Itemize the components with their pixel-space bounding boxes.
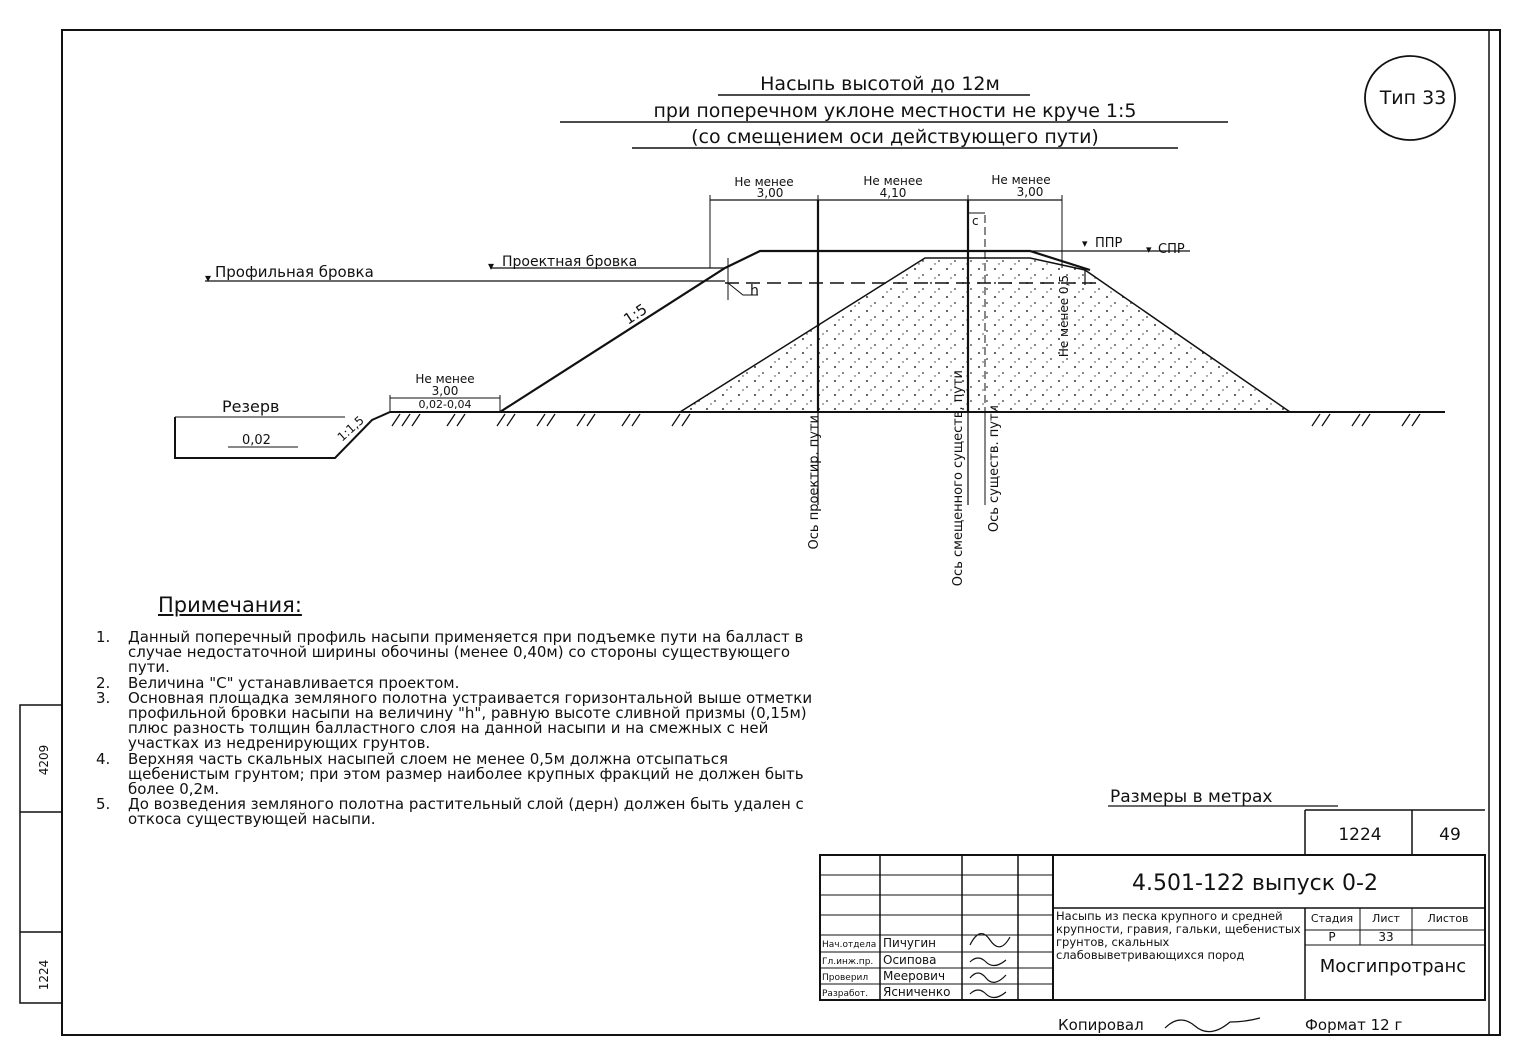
dim-left-value: 3,00 bbox=[757, 186, 784, 200]
dim-right-value: 3,00 bbox=[1017, 185, 1044, 199]
note-item: 1. Данный поперечный профиль насыпи прим… bbox=[96, 628, 816, 677]
note-item: 4. Верхняя часть скальных насыпей слоем … bbox=[96, 749, 816, 799]
tb-top-left: 1224 bbox=[1338, 825, 1381, 845]
axis-existing-label: Ось существ. пути bbox=[987, 405, 1002, 532]
note-number: 1. bbox=[96, 628, 111, 646]
title-line-3: (со смещением оси действующего пути) bbox=[691, 126, 1099, 148]
tb-doc-code: 4.501-122 выпуск 0-2 bbox=[1132, 871, 1378, 896]
notes-list: 1. Данный поперечный профиль насыпи прим… bbox=[96, 628, 816, 829]
tb-name-3: Меерович bbox=[883, 969, 945, 983]
note-item: 3. Основная площадка земляного полотна у… bbox=[96, 688, 816, 753]
tb-description: Насыпь из песка крупного и средней крупн… bbox=[1056, 909, 1301, 962]
dim-right-label: Не менее bbox=[991, 173, 1050, 187]
tb-copied: Копировал bbox=[1058, 1016, 1144, 1034]
tb-role-4: Разработ. bbox=[822, 989, 868, 999]
ground-line bbox=[174, 395, 1445, 459]
tb-name-1: Пичугин bbox=[883, 936, 936, 950]
berm-label: Не менее bbox=[415, 372, 474, 386]
edge-levels: Профильная бровка ▾ Проектная бровка ▾ П… bbox=[205, 236, 1190, 285]
not-less-vertical: Не менее 0,5 bbox=[1057, 275, 1071, 357]
type-badge: Тип 33 bbox=[1364, 55, 1456, 141]
tb-role-3: Проверил bbox=[822, 973, 868, 983]
side-stamp-bottom: 1224 bbox=[37, 960, 51, 991]
side-stamp: 4209 1224 bbox=[19, 704, 63, 1004]
berm-grade: 0,02-0,04 bbox=[419, 398, 472, 411]
note-number: 3. bbox=[96, 688, 111, 707]
dim-mid-value: 4,10 bbox=[880, 186, 907, 200]
title-line-1: Насыпь высотой до 12м bbox=[760, 73, 1000, 95]
spr-label: СПР bbox=[1158, 242, 1185, 257]
note-text: Верхняя часть скальных насыпей слоем не … bbox=[128, 749, 804, 799]
svg-text:▾: ▾ bbox=[1082, 237, 1088, 250]
h-label: h bbox=[750, 283, 759, 299]
ppr-label: ППР bbox=[1095, 236, 1123, 251]
note-item: 2. Величина "С" устанавливается проектом… bbox=[96, 673, 816, 692]
design-embankment bbox=[499, 249, 1100, 413]
svg-text:▾: ▾ bbox=[1146, 243, 1152, 256]
title-block bbox=[819, 809, 1486, 1001]
reserve-label: Резерв bbox=[222, 397, 279, 416]
tb-stage-header: Стадия bbox=[1311, 912, 1353, 925]
sheet-frame bbox=[61, 29, 1501, 1036]
note-text: До возведения земляного полотна растител… bbox=[128, 795, 804, 829]
profile-edge-label: Профильная бровка bbox=[215, 263, 374, 281]
note-item: 5. До возведения земляного полотна расти… bbox=[96, 795, 816, 829]
drawing-title: Насыпь высотой до 12м при поперечном укл… bbox=[560, 73, 1228, 149]
note-text: Величина "С" устанавливается проектом. bbox=[128, 673, 460, 692]
tb-role-2: Гл.инж.пр. bbox=[822, 957, 873, 967]
type-badge-label: Тип 33 bbox=[1379, 87, 1447, 109]
note-number: 4. bbox=[96, 749, 111, 768]
tb-name-2: Осипова bbox=[883, 953, 936, 967]
slope-reserve: 1:1,5 bbox=[335, 413, 367, 444]
tb-organization: Мосгипротранс bbox=[1320, 956, 1466, 977]
tb-stage: Р bbox=[1328, 930, 1335, 944]
tb-sheet: 33 bbox=[1378, 930, 1393, 944]
units-note: Размеры в метрах bbox=[1110, 787, 1273, 807]
tb-sheets-header: Листов bbox=[1427, 912, 1468, 925]
notes-title: Примечания: bbox=[158, 593, 302, 617]
c-label: c bbox=[972, 214, 979, 228]
tb-format: Формат 12 г bbox=[1305, 1016, 1402, 1034]
title-line-2: при поперечном уклоне местности не круче… bbox=[653, 100, 1136, 122]
tb-top-right: 49 bbox=[1439, 825, 1461, 845]
svg-text:▾: ▾ bbox=[205, 271, 211, 285]
tb-sheet-header: Лист bbox=[1372, 912, 1400, 925]
ground-hatch bbox=[391, 413, 1421, 427]
svg-text:▾: ▾ bbox=[488, 259, 494, 273]
axis-design-label: Ось проектир. пути bbox=[807, 415, 822, 549]
note-text: Основная площадка земляного полотна устр… bbox=[128, 688, 813, 753]
note-number: 2. bbox=[96, 673, 111, 692]
tb-name-4: Ясниченко bbox=[883, 985, 951, 999]
note-number: 5. bbox=[96, 795, 111, 814]
dim-mid-label: Не менее bbox=[863, 174, 922, 188]
design-edge-label: Проектная бровка bbox=[502, 254, 637, 270]
track-axes: Ось проектир. пути Ось смещенного сущест… bbox=[807, 200, 1071, 586]
slope-main: 1:5 bbox=[620, 300, 650, 328]
dim-left-label: Не менее bbox=[734, 175, 793, 189]
side-stamp-top: 4209 bbox=[37, 745, 51, 776]
signature-marks bbox=[969, 933, 1261, 1033]
note-text: Данный поперечный профиль насыпи применя… bbox=[128, 628, 804, 677]
axis-shifted-label: Ось смещенного существ. пути bbox=[951, 370, 966, 586]
tb-role-1: Нач.отдела bbox=[822, 940, 876, 950]
reserve-grade: 0,02 bbox=[242, 433, 271, 448]
top-dimensions: Не менее 3,00 Не менее 4,10 Не менее 3,0… bbox=[709, 173, 1063, 268]
title-block-text: 1224 49 4.501-122 выпуск 0-2 Стадия Лист… bbox=[822, 787, 1469, 1034]
berm-width: 3,00 bbox=[432, 384, 459, 398]
